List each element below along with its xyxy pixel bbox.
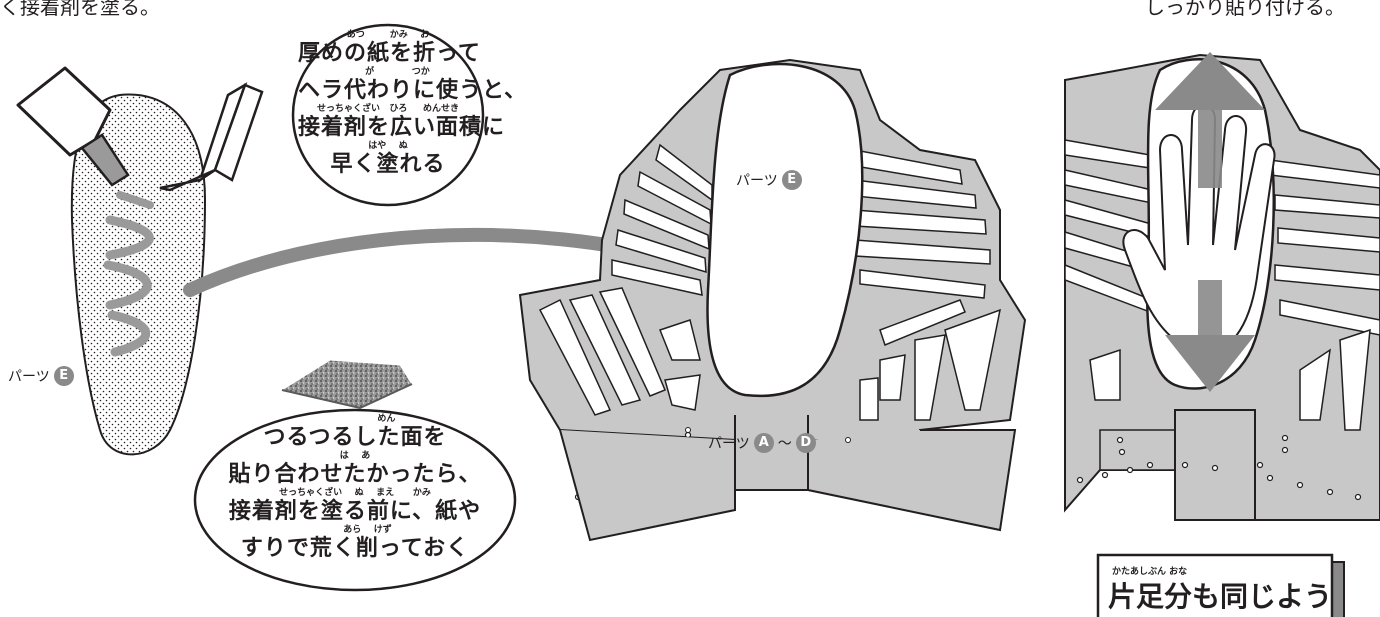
bubble-line: 早く塗れる (330, 152, 446, 177)
bubble-line: すりで荒く削っておく (240, 536, 470, 561)
box-ruby: かたあしぶん おな (1112, 567, 1188, 577)
bubble-line: 厚めの紙を折って (298, 41, 481, 66)
ruby: せっちゃくざい ぬ まえ かみ (279, 488, 431, 498)
bubble-line: ヘラ代わりに使うと、 (298, 78, 528, 103)
ruby: は あ (339, 451, 371, 461)
part-d-badge: D (795, 433, 816, 453)
bubble-top-text: あつ かみ お 厚めの紙を折って が つか ヘラ代わりに使うと、 せっちゃくざい… (298, 30, 528, 178)
ruby: はや ぬ (368, 141, 408, 151)
bubble-top-shape (291, 23, 485, 207)
sandpaper-icon (280, 359, 413, 410)
ruby: あつ かみ お (346, 30, 430, 40)
parts-template-center (518, 58, 1027, 542)
part-e-left-label: パーツ E (8, 366, 74, 386)
press-arrows-icon (1155, 52, 1265, 392)
bubble-line: 接着剤を広い面積に (298, 115, 506, 140)
glue-bottle-icon (16, 66, 130, 187)
ruby: が つか (346, 67, 430, 77)
bubble-bottom-text: めん つるつるした面を は あ 貼り合わせたかったら、 せっちゃくざい ぬ まえ… (210, 414, 500, 562)
part-e-center-label: パーツ E (736, 170, 802, 190)
box-heading: 片足分も同じよう (1108, 580, 1333, 613)
caption-top-left: く接着剤を塗る。 (0, 0, 160, 19)
bubble-line: 接着剤を塗る前に、紙や (228, 499, 482, 524)
part-e-badge: E (781, 170, 802, 190)
part-label-text: パーツ (708, 436, 750, 452)
parts-a-d-label: パーツ A 〜 D (708, 433, 816, 453)
parts-template-right (1064, 52, 1380, 521)
ruby: めん (314, 414, 396, 424)
insole-part-e-center (706, 62, 864, 398)
caption-top-right: しっかり貼り付ける。 (1145, 0, 1345, 19)
tilde: 〜 (777, 436, 792, 452)
part-label-text: パーツ (8, 369, 50, 385)
next-step-box (1096, 553, 1345, 617)
bubble-line: 貼り合わせたかったら、 (228, 462, 482, 487)
ruby: あら けず (318, 525, 392, 535)
paper-spatula-icon (159, 82, 264, 192)
part-label-text: パーツ (736, 173, 778, 189)
bubble-bottom-shape (193, 408, 517, 592)
part-a-badge: A (753, 433, 774, 453)
part-e-badge: E (53, 366, 74, 386)
ruby: せっちゃくざい ひろ めんせき (316, 104, 460, 114)
bubble-line: つるつるした面を (263, 425, 447, 450)
